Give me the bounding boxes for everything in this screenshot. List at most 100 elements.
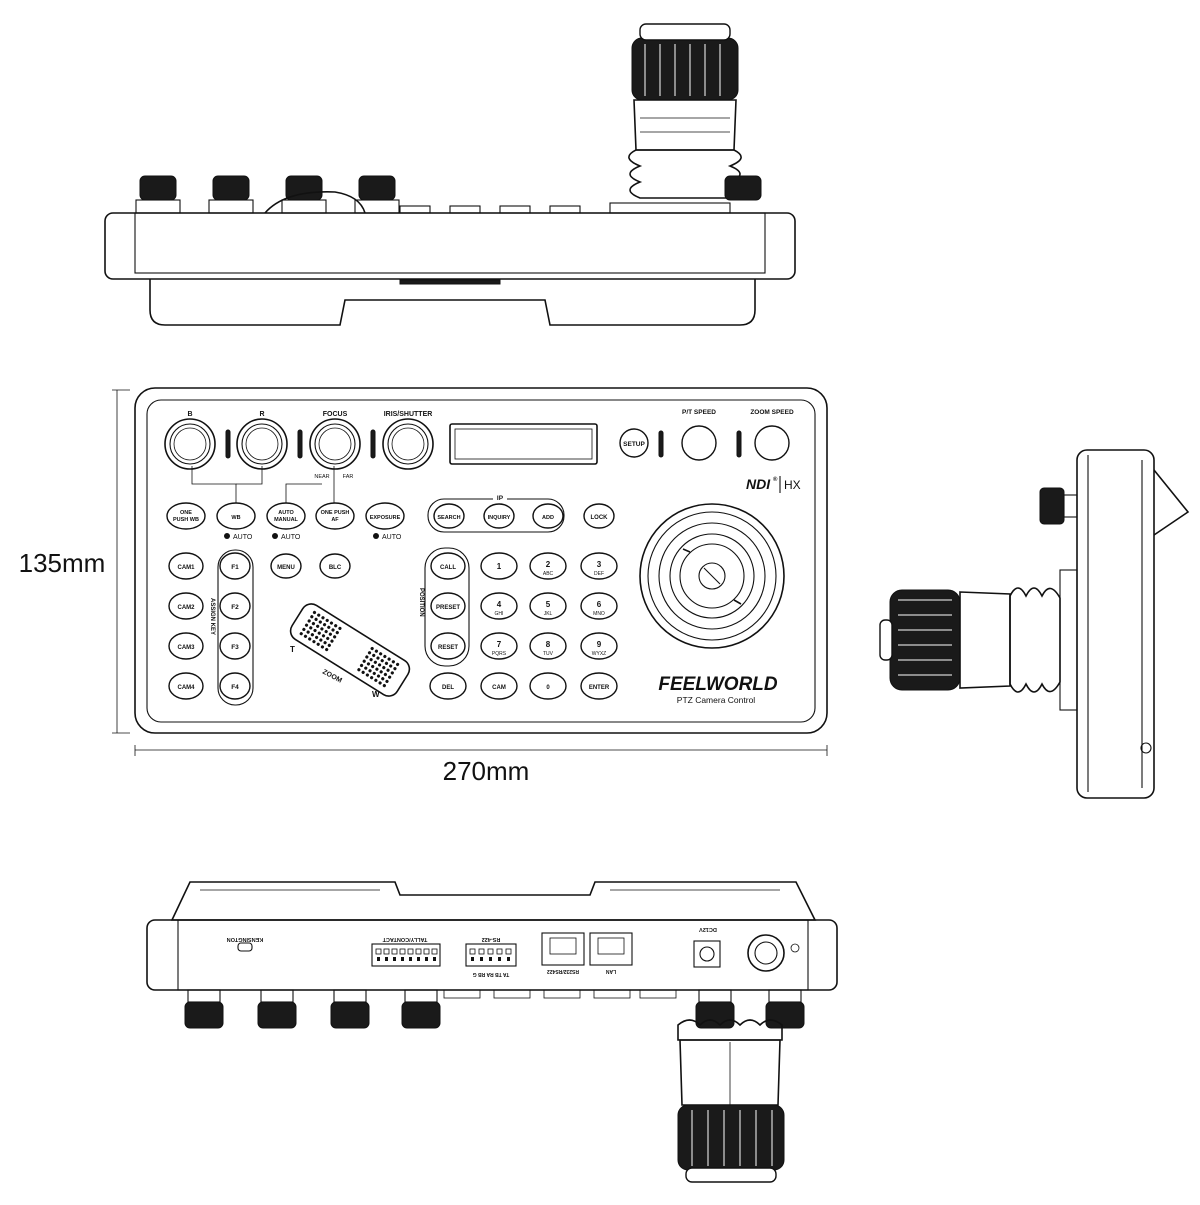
hx-logo: HX bbox=[784, 478, 801, 492]
power-button[interactable] bbox=[747, 934, 785, 972]
back-joystick-grip-icon bbox=[677, 1104, 785, 1171]
position-button-1[interactable] bbox=[430, 552, 466, 580]
keypad-letters: DEF bbox=[594, 571, 604, 577]
row2-button-3[interactable] bbox=[266, 502, 306, 530]
bottom-button-4[interactable] bbox=[580, 672, 618, 700]
pt-speed-knob[interactable] bbox=[681, 425, 717, 461]
keypad-key-8[interactable] bbox=[529, 632, 567, 660]
row2-button-label: PUSH WB bbox=[173, 517, 199, 523]
bottom-button-label: 0 bbox=[546, 685, 550, 691]
f-key-3[interactable] bbox=[219, 632, 251, 660]
keypad-letters: MNO bbox=[593, 611, 605, 617]
front-view bbox=[104, 23, 796, 326]
bottom-button-label: CAM bbox=[492, 685, 506, 691]
keypad-key-6[interactable] bbox=[580, 592, 618, 620]
lan-label: LAN bbox=[605, 968, 616, 974]
cam-button-1[interactable] bbox=[168, 552, 204, 580]
rs232-port[interactable] bbox=[541, 932, 585, 966]
row2-button-4[interactable] bbox=[315, 502, 355, 530]
lock-button[interactable] bbox=[583, 503, 615, 529]
zoom-rocker[interactable] bbox=[287, 600, 413, 700]
cam-button-label: CAM2 bbox=[177, 605, 195, 611]
ip-button-3[interactable] bbox=[532, 503, 564, 529]
width-dimension: 270mm bbox=[443, 756, 530, 786]
row2-button-2[interactable] bbox=[216, 502, 256, 530]
power-icon bbox=[790, 943, 800, 953]
cam-button-label: CAM1 bbox=[177, 565, 195, 571]
ip-button-label: INQUIRY bbox=[488, 515, 511, 521]
row2-button-label: AF bbox=[331, 517, 339, 523]
keypad-key-4[interactable] bbox=[480, 592, 518, 620]
cam-button-2[interactable] bbox=[168, 592, 204, 620]
keypad-digit: 6 bbox=[597, 600, 602, 609]
keypad-letters: JKL bbox=[544, 611, 553, 617]
blc-button[interactable] bbox=[319, 553, 351, 579]
wb-auto-label: AUTO bbox=[233, 534, 253, 541]
row2-button-label: EXPOSURE bbox=[370, 515, 401, 521]
back-view: KENSINGTON TALLY/CONTACT RS-422 TA TB RA… bbox=[146, 881, 838, 1183]
cam-button-label: CAM4 bbox=[177, 685, 195, 691]
row2-button-label: ONE bbox=[180, 510, 192, 516]
position-button-label: CALL bbox=[440, 565, 456, 571]
blc-label: BLC bbox=[329, 565, 342, 571]
row2-button-5[interactable] bbox=[365, 502, 405, 530]
f-key-label: F2 bbox=[231, 604, 239, 611]
keypad-key-5[interactable] bbox=[529, 592, 567, 620]
f-key-4[interactable] bbox=[219, 672, 251, 700]
bottom-button-1[interactable] bbox=[429, 672, 467, 700]
position-button-3[interactable] bbox=[430, 632, 466, 660]
f-key-label: F3 bbox=[231, 644, 239, 651]
tally-connector[interactable] bbox=[371, 943, 441, 967]
setup-button[interactable] bbox=[619, 428, 649, 458]
keypad-digit: 5 bbox=[546, 600, 551, 609]
keypad-key-7[interactable] bbox=[480, 632, 518, 660]
back-knob-icon bbox=[184, 989, 224, 1029]
ip-button-1[interactable] bbox=[433, 503, 465, 529]
knob-label-r: R bbox=[259, 411, 264, 418]
kensington-slot[interactable] bbox=[237, 942, 253, 952]
keypad-digit: 7 bbox=[497, 640, 502, 649]
brand-logo: FEELWORLD bbox=[658, 674, 778, 695]
f-key-1[interactable] bbox=[219, 552, 251, 580]
lock-label: LOCK bbox=[591, 515, 609, 521]
bottom-button-3[interactable] bbox=[529, 672, 567, 700]
row2-button-label: MANUAL bbox=[274, 517, 298, 523]
row2-button-label: AUTO bbox=[278, 510, 294, 516]
zoom-w-label: W bbox=[372, 690, 380, 699]
cam-button-3[interactable] bbox=[168, 632, 204, 660]
keypad-key-3[interactable] bbox=[580, 552, 618, 580]
knob-label-focus: FOCUS bbox=[323, 411, 348, 418]
zoom-label: ZOOM bbox=[321, 669, 343, 685]
rs422-connector[interactable] bbox=[465, 943, 517, 967]
zoom-t-label: T bbox=[290, 645, 295, 654]
position-button-2[interactable] bbox=[430, 592, 466, 620]
keypad-key-9[interactable] bbox=[580, 632, 618, 660]
bottom-button-2[interactable] bbox=[480, 672, 518, 700]
keypad-digit: 1 bbox=[497, 562, 502, 571]
zoom-speed-knob[interactable] bbox=[754, 425, 790, 461]
back-knob-icon bbox=[330, 989, 370, 1029]
knob-2[interactable] bbox=[236, 418, 288, 470]
keypad-key-2[interactable] bbox=[529, 552, 567, 580]
row2-button-1[interactable] bbox=[166, 502, 206, 530]
cam-button-4[interactable] bbox=[168, 672, 204, 700]
knob-1[interactable] bbox=[164, 418, 216, 470]
back-knob-icon bbox=[765, 989, 805, 1029]
keypad-key-1[interactable] bbox=[480, 552, 518, 580]
back-knob-icon bbox=[257, 989, 297, 1029]
knob-4[interactable] bbox=[382, 418, 434, 470]
height-dimension: 135mm bbox=[19, 548, 106, 578]
far-label: FAR bbox=[343, 474, 354, 480]
side-view bbox=[879, 449, 1190, 799]
lan-port[interactable] bbox=[589, 932, 633, 966]
side-knob-icon bbox=[1039, 487, 1065, 525]
f-key-2[interactable] bbox=[219, 592, 251, 620]
menu-button[interactable] bbox=[270, 553, 302, 579]
near-label: NEAR bbox=[314, 474, 329, 480]
ip-button-2[interactable] bbox=[483, 503, 515, 529]
knob-3[interactable] bbox=[309, 418, 361, 470]
assign-key-label: ASSIGN KEY bbox=[209, 598, 215, 635]
dc-jack[interactable] bbox=[693, 940, 721, 968]
brand-subtitle: PTZ Camera Control bbox=[677, 695, 756, 705]
joystick[interactable] bbox=[639, 503, 785, 649]
